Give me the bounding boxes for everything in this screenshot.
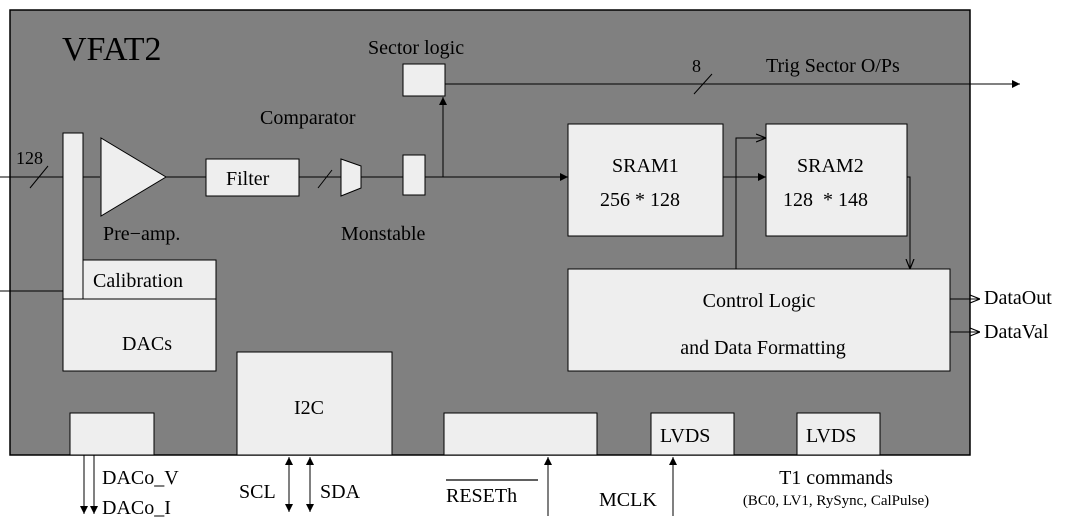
- monostable-block: [402, 154, 426, 196]
- i2c-label: I2C: [294, 397, 324, 419]
- control-to-sram2-feedback: [735, 138, 766, 269]
- input-bus-width: 128: [16, 148, 43, 168]
- sector-logic-block: [402, 63, 446, 97]
- comparator-bus-slash: [317, 169, 333, 189]
- preamp-symbol: [100, 137, 167, 217]
- lvds-mclk-pad: [650, 412, 735, 456]
- trig-sector-output-label: Trig Sector O/Ps: [766, 55, 900, 77]
- sram2-block: [765, 123, 908, 237]
- dataout-label: DataOut: [984, 287, 1052, 309]
- input-bus-slash: [29, 165, 49, 189]
- chip-title: VFAT2: [62, 31, 162, 68]
- calibration-label: Calibration: [93, 270, 183, 292]
- scl-label: SCL: [239, 481, 276, 503]
- reset-pad: [443, 412, 598, 456]
- control-logic-block: [567, 268, 951, 372]
- sram1-name: SRAM1: [612, 155, 679, 177]
- sda-label: SDA: [320, 481, 361, 503]
- trig-bus-slash: [693, 73, 713, 95]
- daco-i-label: DACo_I: [102, 497, 171, 519]
- control-logic-line1: Control Logic: [703, 290, 816, 312]
- sram2-size: 128 * 148: [783, 189, 868, 211]
- sram2-to-control-arrow: [907, 176, 910, 269]
- calibration-strip: [62, 132, 84, 302]
- daco-v-label: DACo_V: [102, 467, 179, 489]
- lvds-t1-label: LVDS: [806, 425, 856, 447]
- sector-logic-label: Sector logic: [368, 37, 464, 59]
- filter-label: Filter: [226, 168, 270, 190]
- dataval-label: DataVal: [984, 321, 1049, 343]
- mclk-label: MCLK: [599, 489, 657, 511]
- monostable-label: Monstable: [341, 223, 426, 245]
- sram1-size: 256 * 128: [600, 189, 680, 211]
- filter-block: [205, 158, 300, 197]
- comparator-symbol: [340, 158, 362, 197]
- i2c-block: [236, 351, 393, 456]
- lvds-mclk-label: LVDS: [660, 425, 710, 447]
- dacs-block: [62, 298, 217, 372]
- sram1-block: [567, 123, 724, 237]
- preamp-label: Pre−amp.: [103, 223, 180, 245]
- reset-label: RESETh: [446, 485, 517, 507]
- lvds-t1-pad: [796, 412, 881, 456]
- sram2-name: SRAM2: [797, 155, 864, 177]
- dacs-label: DACs: [122, 333, 172, 355]
- control-logic-line2: and Data Formatting: [680, 337, 846, 359]
- dac-output-pad: [69, 412, 155, 456]
- comparator-label: Comparator: [260, 107, 356, 129]
- t1-commands-label: T1 commands: [779, 467, 893, 489]
- t1-commands-detail: (BC0, LV1, RySync, CalPulse): [743, 493, 929, 509]
- trig-bus-width: 8: [692, 56, 701, 76]
